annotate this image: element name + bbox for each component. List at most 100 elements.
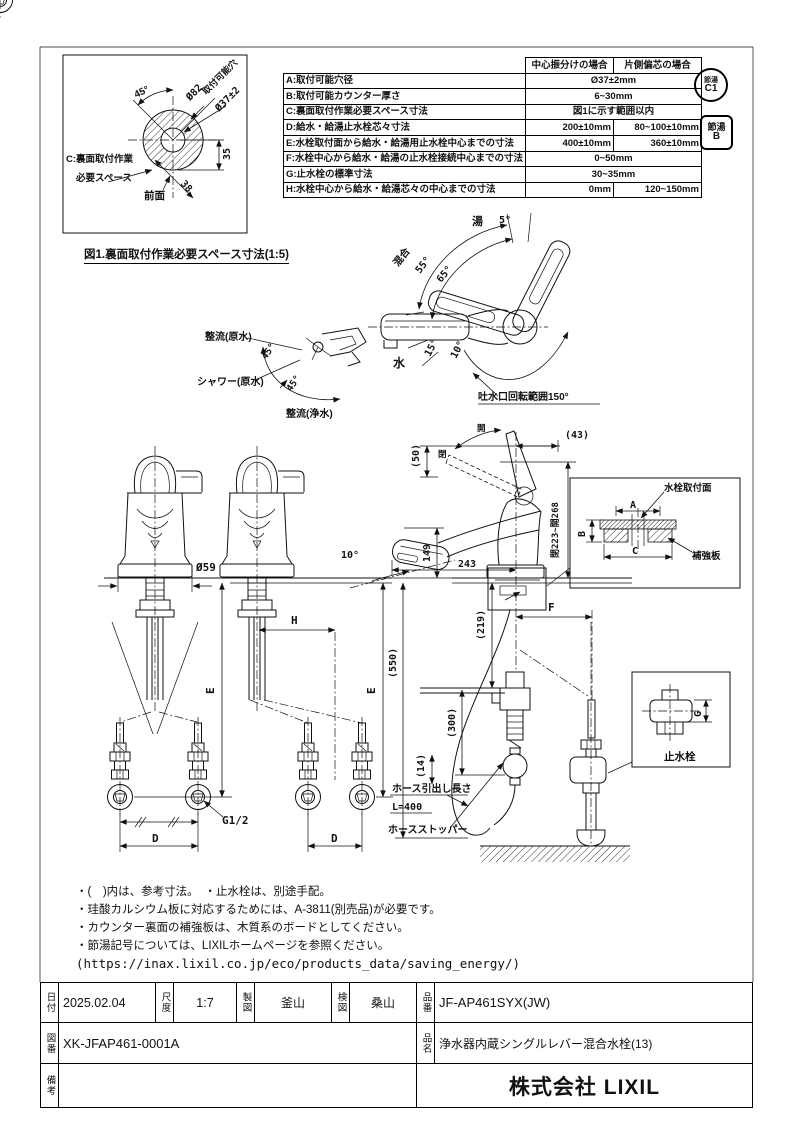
note-line: ・珪酸カルシウム板に対応するためには、A-3811(別売品)が必要です。 — [76, 904, 441, 916]
fig1-35-label: 35 — [222, 148, 233, 160]
supply-valve — [107, 716, 133, 816]
spec-row-label: D:給水・給湯止水栓芯々寸法 — [283, 119, 526, 136]
eco-badge-b-title: 節湯 — [707, 121, 726, 132]
spec-row-label: E:水栓取付面から給水・給湯用止水栓中心までの寸法 — [283, 134, 526, 152]
top-view-lever-diagram: 湯 5° 混合 55° 65° 15° 10° 水 吐水口回転範囲150° — [368, 212, 600, 405]
h-dim-label: H — [291, 614, 298, 627]
detail-c-label: C — [632, 546, 638, 557]
reinforce-plate-label: 補強板 — [691, 550, 721, 562]
fig1-c-note-line2: 必要スペース — [75, 172, 132, 184]
spec-row-value: 図1に示す範囲以内 — [524, 103, 702, 121]
top-rotation-label: 吐水口回転範囲150° — [478, 390, 569, 403]
deg10-front-label: 10° — [341, 550, 359, 561]
f-dim-label: F — [548, 601, 555, 614]
eco-badge-b: 節湯 B — [700, 115, 733, 150]
open-label: 開 — [477, 423, 486, 433]
spec-row-value: Ø37±2mm — [524, 72, 702, 90]
hose-stopper-label: ホースストッパー — [388, 824, 468, 836]
spray-mode-diagram: 整流(原水) 45° シャワー(原水) 45° 整流(浄水) — [197, 327, 367, 420]
part-no-value: JF-AP461SYX(JW) — [439, 995, 551, 1010]
product-name-label: 品名 — [417, 1023, 435, 1063]
dim550-label: (550) — [388, 648, 399, 678]
e2-dim-label: E — [365, 687, 378, 694]
front-faucet-2 — [219, 445, 305, 713]
mount-detail-box: A B C 水栓取付面 補強板 — [546, 477, 741, 589]
title-block: 日付 2025.02.04 尺度 1:7 製図 釜山 検図 桑山 品番 JF-A… — [40, 982, 753, 1108]
mount-surface-label: 水栓取付面 — [664, 482, 712, 494]
date-label: 日付 — [41, 983, 59, 1022]
hose-l400-label: L=400 — [392, 802, 422, 813]
sheet-frame — [39, 46, 754, 982]
spec-row-value-center: 200±10mm — [524, 119, 614, 136]
d2-dim-label: D — [331, 832, 338, 845]
product-name-value: 浄水器内蔵シングルレバー混合水栓(13) — [439, 1036, 653, 1051]
top-65deg-label: 65° — [435, 264, 455, 285]
spray-shower-label: シャワー(原水) — [197, 375, 264, 388]
scale-label: 尺度 — [156, 983, 174, 1022]
stop-valve-label: 止水栓 — [664, 750, 696, 763]
spec-header-side: 片側偏芯の場合 — [612, 57, 702, 74]
dim14-label: (14) — [416, 754, 427, 778]
top-55deg-label: 55° — [414, 255, 434, 276]
note-line: ・( )内は、参考寸法。 ・止水栓は、別途手配。 — [76, 886, 331, 898]
dim219-label: (219) — [476, 610, 487, 640]
dia59-label: Ø59 — [195, 561, 216, 574]
spec-header-spacer — [283, 57, 526, 74]
dwg-no-label: 図番 — [41, 1023, 59, 1063]
dim300-label: (300) — [447, 708, 458, 738]
drafter-label: 製図 — [237, 983, 255, 1022]
close-label: 閉 — [438, 449, 447, 459]
spec-row-value: 6~30mm — [524, 88, 702, 105]
figure1-caption: 図1.裏面取付作業必要スペース寸法(1:5) — [84, 246, 289, 264]
top-mix-label: 混合 — [390, 244, 413, 269]
notes-block: ・( )内は、参考寸法。 ・止水栓は、別途手配。 ・珪酸カルシウム板に対応するた… — [76, 883, 520, 973]
drafter-value: 釜山 — [255, 983, 332, 1022]
scale-value: 1:7 — [174, 983, 237, 1022]
spec-row-label: G:止水栓の標準寸法 — [283, 166, 526, 183]
note-line: ・カウンター裏面の補強板は、木質系のボードとしてください。 — [76, 922, 409, 934]
checker-value: 桑山 — [350, 983, 417, 1022]
dwg-no-value: XK-JFAP461-0001A — [59, 1023, 417, 1063]
remarks-label: 備考 — [41, 1064, 59, 1107]
detail-b-label: B — [577, 531, 588, 537]
dim149-label: 149 — [422, 544, 433, 562]
eco-badge-b-value: B — [712, 130, 721, 142]
spray-stream-pure-label: 整流(浄水) — [285, 407, 333, 420]
part-no-label: 品番 — [417, 983, 435, 1022]
company-name: 株式会社 LIXIL — [508, 1075, 661, 1099]
spec-row-value-center: 0mm — [524, 181, 614, 199]
checker-label: 検図 — [332, 983, 350, 1022]
d1-dim-label: D — [152, 832, 159, 845]
spray-stream-raw-label: 整流(原水) — [204, 330, 252, 343]
supply-valve — [185, 716, 211, 816]
date-value: 2025.02.04 — [59, 983, 156, 1022]
fig1-dia82-label: Ø82 — [183, 82, 205, 104]
note-url: (https://inax.lixil.co.jp/eco/products_d… — [76, 956, 521, 971]
top-hot-label: 湯 — [472, 214, 483, 228]
spec-row-value-side: 120~150mm — [612, 181, 702, 199]
fig1-c-note-line1: C:裏面取付作業 — [66, 153, 134, 165]
detail-g-label: G — [693, 711, 704, 717]
range-label: 閉223~開268 — [550, 502, 561, 558]
spec-row-label: F:水栓中心から給水・給湯の止水栓接続中心までの寸法 — [283, 150, 526, 168]
side-view-faucet: (50) (43) 開 閉 閉223~開268 149 243 F — [388, 423, 630, 862]
spec-row-label: C:裏面取付作業必要スペース寸法 — [283, 103, 526, 121]
dim43-label: (43) — [565, 430, 589, 441]
stop-valve-detail-box: G 止水栓 — [607, 671, 731, 774]
supply-valve — [349, 716, 375, 816]
front-view-dimension-web: Ø59 H E E (550) (219) (300) (14) — [98, 550, 632, 852]
fig1-38-label: 38 — [178, 179, 194, 195]
fig1-hole-dia-label: Ø37±2 — [212, 84, 242, 114]
e1-dim-label: E — [204, 687, 217, 694]
eco-badge-c1-value: C1 — [704, 82, 718, 94]
dim243-label: 243 — [458, 559, 476, 570]
note-line: ・節湯記号については、LIXILホームページを参照ください。 — [76, 940, 390, 952]
fig1-45deg-label: 45° — [133, 84, 151, 100]
supply-valve — [295, 716, 321, 816]
spec-row-value: 30~35mm — [524, 166, 702, 183]
spray-45b-label: 45° — [284, 373, 303, 393]
spec-row-label: A:取付可能穴径 — [283, 72, 526, 90]
spec-table: 中心振分けの場合 片側偏芯の場合 A:取付可能穴径 Ø37±2mm B:取付可能… — [283, 57, 702, 199]
